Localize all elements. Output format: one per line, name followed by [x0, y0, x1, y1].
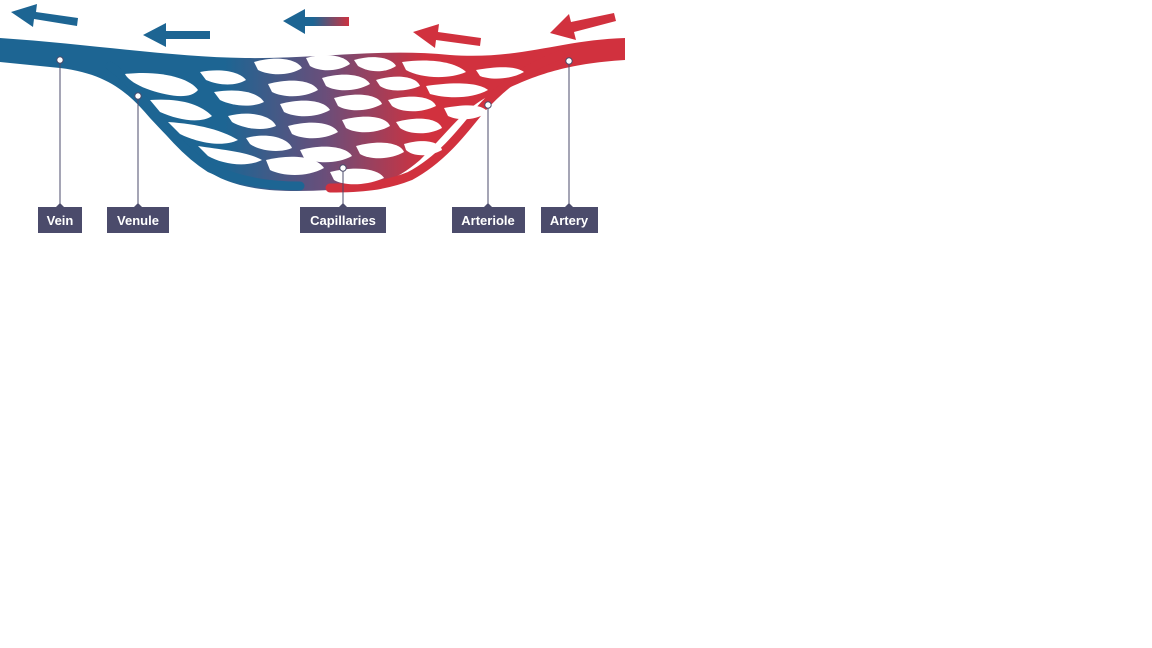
capillaries-anchor-dot	[339, 164, 347, 172]
arteriole-branch	[325, 50, 565, 193]
venule-leader	[134, 92, 142, 205]
leader-lines	[56, 56, 573, 205]
capillary-gap	[426, 83, 488, 98]
label-venule-text: Venule	[117, 213, 159, 228]
label-arteriole-text: Arteriole	[461, 213, 514, 228]
capillary-gap	[266, 156, 324, 175]
capillary-gap	[342, 116, 390, 133]
vein-leader	[56, 56, 64, 205]
capillary-gap	[356, 142, 404, 159]
capillary-bed	[125, 55, 524, 185]
capillary-gap	[306, 55, 350, 71]
capillary-gap	[476, 67, 524, 79]
capillary-gap	[168, 122, 238, 144]
capillary-gap	[388, 96, 436, 112]
vein-anchor-dot	[56, 56, 64, 64]
flow-arrow-artery-icon	[550, 13, 616, 40]
capillary-gap	[322, 74, 370, 91]
artery-anchor-dot	[565, 57, 573, 65]
artery-leader	[565, 57, 573, 205]
vessel-network	[0, 38, 625, 193]
capillary-gap	[214, 90, 264, 106]
capillary-gap	[402, 60, 466, 78]
capillary-gap	[280, 100, 330, 117]
capillary-gap	[444, 105, 488, 120]
label-vein: Vein	[38, 203, 82, 233]
capillary-gap	[125, 72, 198, 97]
flow-arrow-capillary-icon	[283, 9, 349, 34]
capillaries-leader	[339, 164, 347, 205]
capillary-gap	[268, 80, 318, 97]
capillary-gap	[354, 57, 396, 72]
label-capillaries: Capillaries	[300, 203, 386, 233]
venule-anchor-dot	[134, 92, 142, 100]
capillary-gap	[150, 99, 212, 121]
capillary-gap	[228, 113, 276, 129]
capillary-gap	[288, 122, 338, 139]
venule-branch	[105, 61, 305, 191]
label-vein-text: Vein	[47, 213, 74, 228]
capillary-gap	[404, 141, 442, 156]
capillary-gap	[246, 135, 292, 151]
label-venule: Venule	[107, 203, 169, 233]
labels: Vein Venule Capillaries Arteriole Artery	[38, 203, 598, 233]
label-artery-text: Artery	[550, 213, 589, 228]
label-artery: Artery	[541, 203, 598, 233]
capillary-gap	[254, 58, 302, 75]
capillary-gap	[198, 146, 262, 165]
capillary-gap	[200, 70, 246, 85]
arteriole-leader	[484, 101, 492, 205]
label-capillaries-text: Capillaries	[310, 213, 376, 228]
flow-arrow-venule-icon	[143, 23, 210, 47]
label-arteriole: Arteriole	[452, 203, 525, 233]
capillary-gap	[300, 146, 352, 163]
flow-arrows	[11, 4, 616, 48]
flow-arrow-vein-icon	[11, 4, 78, 27]
arteriole-anchor-dot	[484, 101, 492, 109]
capillary-gap	[334, 94, 382, 111]
capillary-gap	[396, 118, 442, 134]
flow-arrow-arteriole-icon	[413, 24, 481, 48]
capillary-gap	[376, 76, 420, 91]
